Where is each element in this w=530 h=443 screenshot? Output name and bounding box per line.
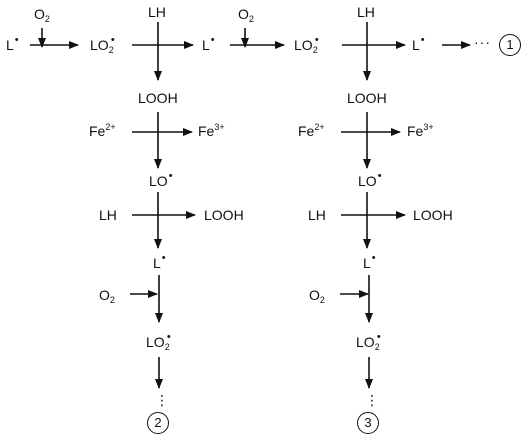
- label-lo2-radical-right: LO2•: [356, 331, 381, 352]
- label-o2-left: O2: [99, 287, 115, 305]
- label-lo2-radical-2: LO2•: [294, 34, 319, 55]
- label-lh-top-2: LH: [357, 4, 375, 20]
- label-looh-left-2: LOOH: [204, 207, 244, 223]
- label-looh-right: LOOH: [347, 90, 387, 106]
- label-l-radical-2: L•: [412, 34, 425, 54]
- label-o2-right: O2: [309, 287, 325, 305]
- label-lo2-radical-left: LO2•: [146, 331, 171, 352]
- pathway-2-marker: 2: [147, 412, 169, 434]
- label-fe3-right: Fe3+: [407, 122, 434, 140]
- label-fe2-right: Fe2+: [298, 122, 325, 140]
- label-lo2-radical-1: LO2•: [90, 34, 115, 55]
- label-l-radical-left: L•: [153, 252, 166, 272]
- pathway-3-marker: 3: [357, 412, 379, 434]
- label-fe3-left: Fe3+: [198, 122, 225, 140]
- continue-dots: ···: [474, 34, 491, 50]
- label-lh-right: LH: [308, 207, 326, 223]
- label-l-radical-right: L•: [363, 252, 376, 272]
- label-looh-right-2: LOOH: [413, 207, 453, 223]
- vertical-dots-left: ⋮: [155, 392, 170, 408]
- label-l-radical-start: L•: [6, 34, 19, 54]
- label-lo-radical-right: LO•: [358, 170, 382, 190]
- label-o2-top-1: O2: [34, 6, 50, 24]
- label-lh-left: LH: [99, 207, 117, 223]
- vertical-dots-right: ⋮: [365, 392, 380, 408]
- label-fe2-left: Fe2+: [89, 122, 116, 140]
- pathway-1-marker: 1: [499, 34, 521, 56]
- label-l-radical-1: L•: [202, 34, 215, 54]
- label-lh-top-1: LH: [148, 4, 166, 20]
- label-o2-top-2: O2: [238, 6, 254, 24]
- label-looh-left: LOOH: [138, 90, 178, 106]
- label-lo-radical-left: LO•: [149, 170, 173, 190]
